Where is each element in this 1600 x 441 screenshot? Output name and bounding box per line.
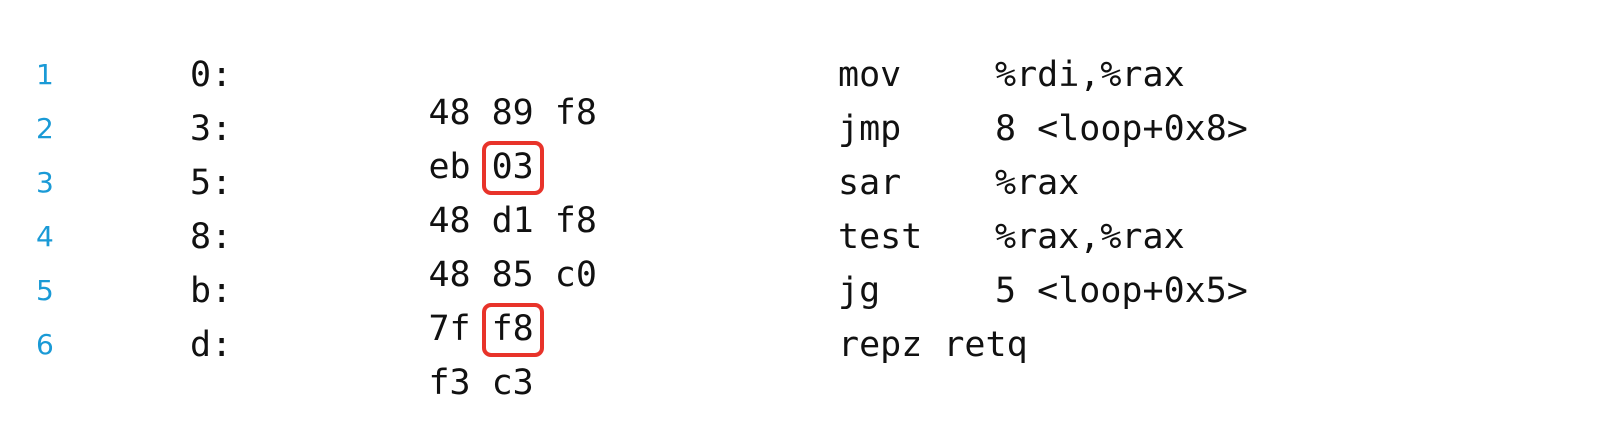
listing-row: 6 d: f3 c3 repz retq — [0, 318, 1600, 402]
instruction-operands: 5 <loop+0x5> — [995, 271, 1248, 311]
machine-code-bytes: 48 85 c0 — [302, 218, 597, 332]
instruction-address: 8: — [190, 217, 233, 257]
machine-code-byte: f8 — [554, 201, 597, 241]
instruction-mnemonic: sar — [838, 163, 902, 203]
machine-code-byte: eb — [428, 147, 471, 187]
instruction-address: d: — [190, 325, 233, 365]
machine-code-byte: 48 — [428, 93, 471, 133]
instruction-mnemonic: jg — [838, 271, 881, 311]
machine-code-bytes: 48 d1 f8 — [302, 164, 597, 278]
instruction-operands: %rdi,%rax — [995, 55, 1185, 95]
instruction-address: 3: — [190, 109, 233, 149]
machine-code-byte: c3 — [491, 363, 534, 403]
instruction-mnemonic: test — [838, 217, 923, 257]
listing-row: 1 0: 48 89 f8 mov %rdi,%rax — [0, 48, 1600, 132]
instruction-mnemonic: jmp — [838, 109, 902, 149]
instruction-address: 5: — [190, 163, 233, 203]
machine-code-byte: d1 — [491, 201, 534, 241]
highlighted-offset-byte: 03 — [481, 141, 544, 195]
highlighted-offset-byte: f8 — [481, 303, 544, 357]
line-number: 4 — [36, 220, 54, 253]
machine-code-bytes: 48 89 f8 — [302, 56, 597, 170]
machine-code-byte: f8 — [554, 93, 597, 133]
instruction-mnemonic: mov — [838, 55, 902, 95]
instruction-operands: 8 <loop+0x8> — [995, 109, 1248, 149]
instruction-address: 0: — [190, 55, 233, 95]
machine-code-byte: 85 — [491, 255, 534, 295]
line-number: 5 — [36, 274, 54, 307]
machine-code-byte: 89 — [491, 93, 534, 133]
listing-row: 4 8: 48 85 c0 test %rax,%rax — [0, 210, 1600, 294]
instruction-operands: %rax,%rax — [995, 217, 1185, 257]
machine-code-byte: c0 — [554, 255, 597, 295]
machine-code-byte: 48 — [428, 255, 471, 295]
instruction-mnemonic: repz retq — [838, 325, 1028, 365]
instruction-address: b: — [190, 271, 233, 311]
machine-code-byte: 48 — [428, 201, 471, 241]
line-number: 3 — [36, 166, 54, 199]
line-number: 6 — [36, 328, 54, 361]
instruction-operands: %rax — [995, 163, 1080, 203]
machine-code-byte: f3 — [428, 363, 471, 403]
machine-code-byte: 7f — [428, 309, 471, 349]
listing-row: 3 5: 48 d1 f8 sar %rax — [0, 156, 1600, 240]
machine-code-bytes: f3 c3 — [302, 326, 534, 440]
line-number: 2 — [36, 112, 54, 145]
line-number: 1 — [36, 58, 54, 91]
